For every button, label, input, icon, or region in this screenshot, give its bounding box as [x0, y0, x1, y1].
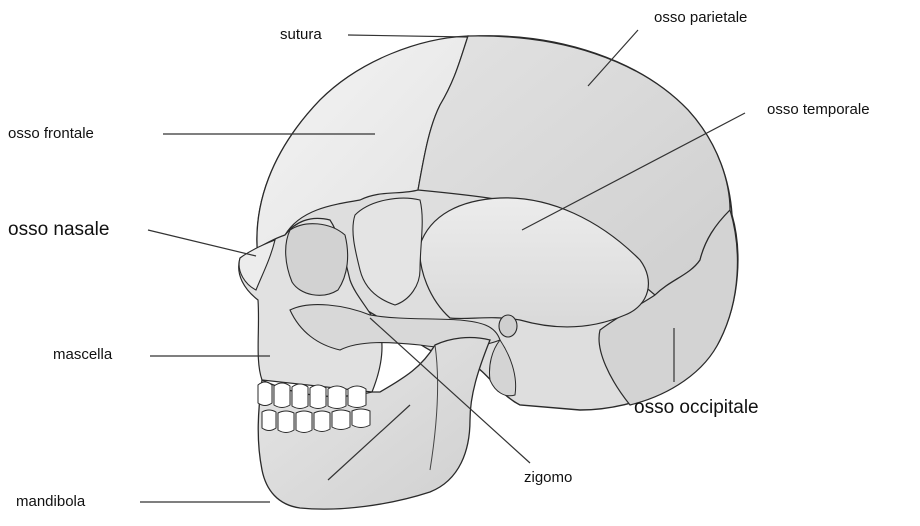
label-osso-frontale: osso frontale	[8, 126, 94, 141]
label-osso-nasale: osso nasale	[8, 220, 109, 239]
label-sutura: sutura	[280, 27, 322, 42]
leader-nasale	[148, 230, 256, 256]
label-zigomo: zigomo	[524, 470, 572, 485]
label-osso-occipitale: osso occipitale	[634, 398, 759, 417]
label-mascella: mascella	[53, 347, 112, 362]
eye-orbit	[286, 224, 348, 296]
leader-sutura	[348, 35, 468, 37]
label-osso-temporale: osso temporale	[767, 102, 870, 117]
ear-canal	[499, 315, 517, 337]
label-mandibola: mandibola	[16, 494, 85, 509]
label-osso-parietale: osso parietale	[654, 10, 747, 25]
